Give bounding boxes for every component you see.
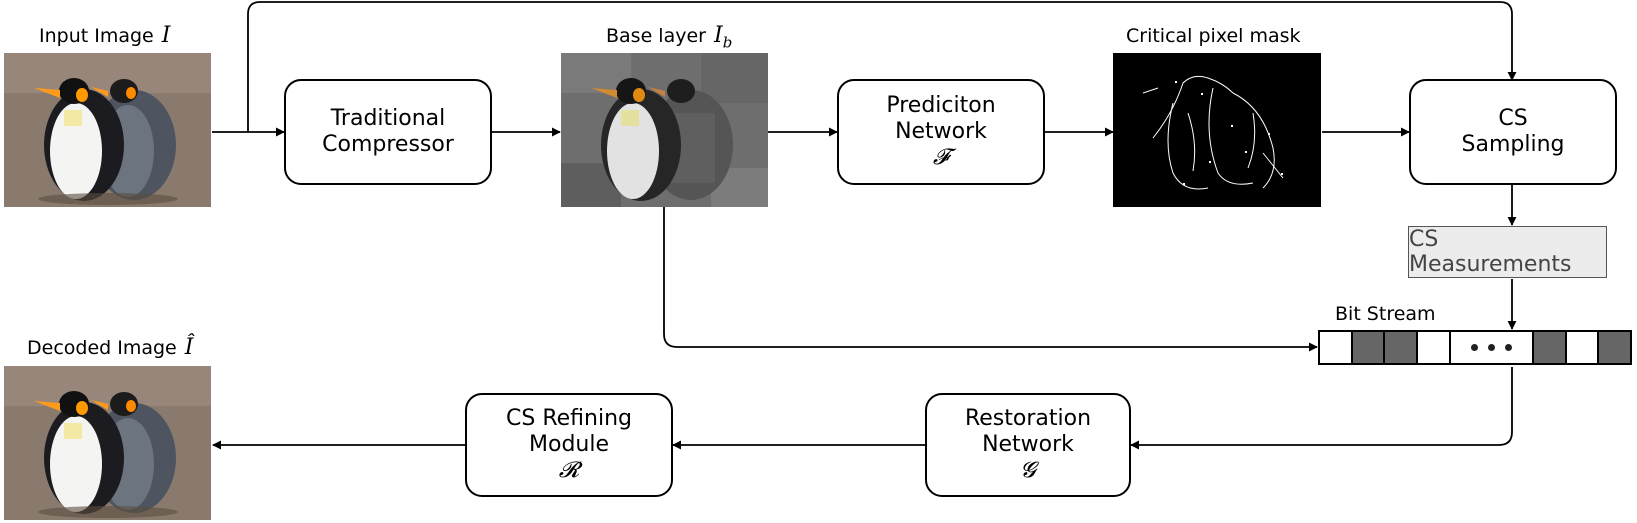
traditional-compressor-box: Traditional Compressor: [284, 79, 492, 185]
critical-mask-label: Critical pixel mask: [1126, 25, 1301, 47]
arrow-input-to-cs-sampling: [247, 1, 1517, 132]
bit-stream-cell: [1567, 332, 1600, 363]
prediction-line2: Network: [895, 119, 987, 144]
input-image: [4, 53, 211, 207]
refining-line1: CS Refining: [506, 406, 632, 431]
bit-stream-cell: [1320, 332, 1353, 363]
bit-stream-cell: [1385, 332, 1419, 363]
bit-stream: [1318, 330, 1632, 365]
compressor-line2: Compressor: [322, 132, 454, 157]
ellipsis-dot: [1504, 344, 1512, 351]
restoration-symbol: 𝓖: [1020, 458, 1036, 483]
arrow-base-to-bitstream: [663, 207, 1318, 352]
bit-stream-cell: [1352, 332, 1386, 363]
base-layer-image: [561, 53, 768, 207]
decoded-image: [4, 366, 211, 520]
refining-line2: Module: [529, 432, 609, 457]
bit-stream-cell: [1599, 332, 1631, 363]
prediction-network-box: Prediciton Network 𝓕: [837, 79, 1045, 185]
cs-sampling-line1: CS: [1498, 106, 1528, 131]
bit-stream-cell: [1534, 332, 1567, 363]
cs-sampling-box: CS Sampling: [1409, 79, 1617, 185]
prediction-line1: Prediciton: [886, 93, 996, 118]
restoration-line2: Network: [982, 432, 1074, 457]
bit-stream-ellipsis: [1451, 332, 1535, 363]
compressor-line1: Traditional: [330, 106, 446, 131]
ellipsis-dot: [1470, 344, 1478, 351]
cs-measurements-box: CS Measurements: [1408, 226, 1607, 278]
arrow-bitstream-to-restoration: [1130, 367, 1513, 450]
cs-sampling-line2: Sampling: [1461, 132, 1565, 157]
bit-stream-cell: [1418, 332, 1451, 363]
restoration-line1: Restoration: [964, 406, 1092, 431]
restoration-network-box: Restoration Network 𝓖: [925, 393, 1131, 497]
refining-symbol: 𝓡: [558, 458, 580, 483]
bitstream-label: Bit Stream: [1335, 303, 1436, 325]
critical-pixel-mask-image: [1113, 53, 1321, 207]
cs-refining-module-box: CS Refining Module 𝓡: [465, 393, 673, 497]
prediction-symbol: 𝓕: [932, 145, 950, 170]
ellipsis-dot: [1487, 344, 1495, 351]
